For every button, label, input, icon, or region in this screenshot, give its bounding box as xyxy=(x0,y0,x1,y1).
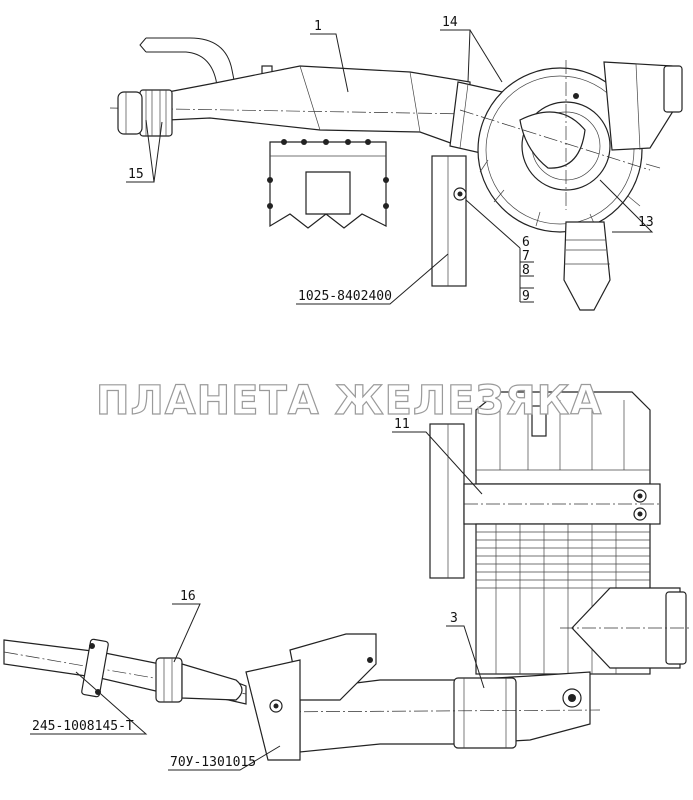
watermark: ПЛАНЕТА ЖЕЛЕЗЯКА xyxy=(96,378,602,424)
callout-8: 8 xyxy=(522,263,530,278)
callout-16: 16 xyxy=(180,589,196,604)
callout-15: 15 xyxy=(128,167,144,182)
callout-labels: 1 14 15 13 6 7 8 9 1025-8402400 11 16 3 … xyxy=(32,15,654,770)
callout-6: 6 xyxy=(522,235,530,250)
callout-3: 3 xyxy=(450,611,458,626)
callout-14: 14 xyxy=(442,15,458,30)
callout-13: 13 xyxy=(638,215,654,230)
reference-elbow: 70У-1301015 xyxy=(170,755,256,770)
bottom-view xyxy=(3,391,692,771)
reference-pipe: 245-1008145-Т xyxy=(32,719,134,734)
top-view xyxy=(109,29,683,311)
callout-7: 7 xyxy=(522,249,530,264)
callout-1: 1 xyxy=(314,19,322,34)
callout-9: 9 xyxy=(522,289,530,304)
callout-11: 11 xyxy=(394,417,410,432)
bolt-row xyxy=(267,139,389,209)
reference-bracket: 1025-8402400 xyxy=(298,289,392,304)
